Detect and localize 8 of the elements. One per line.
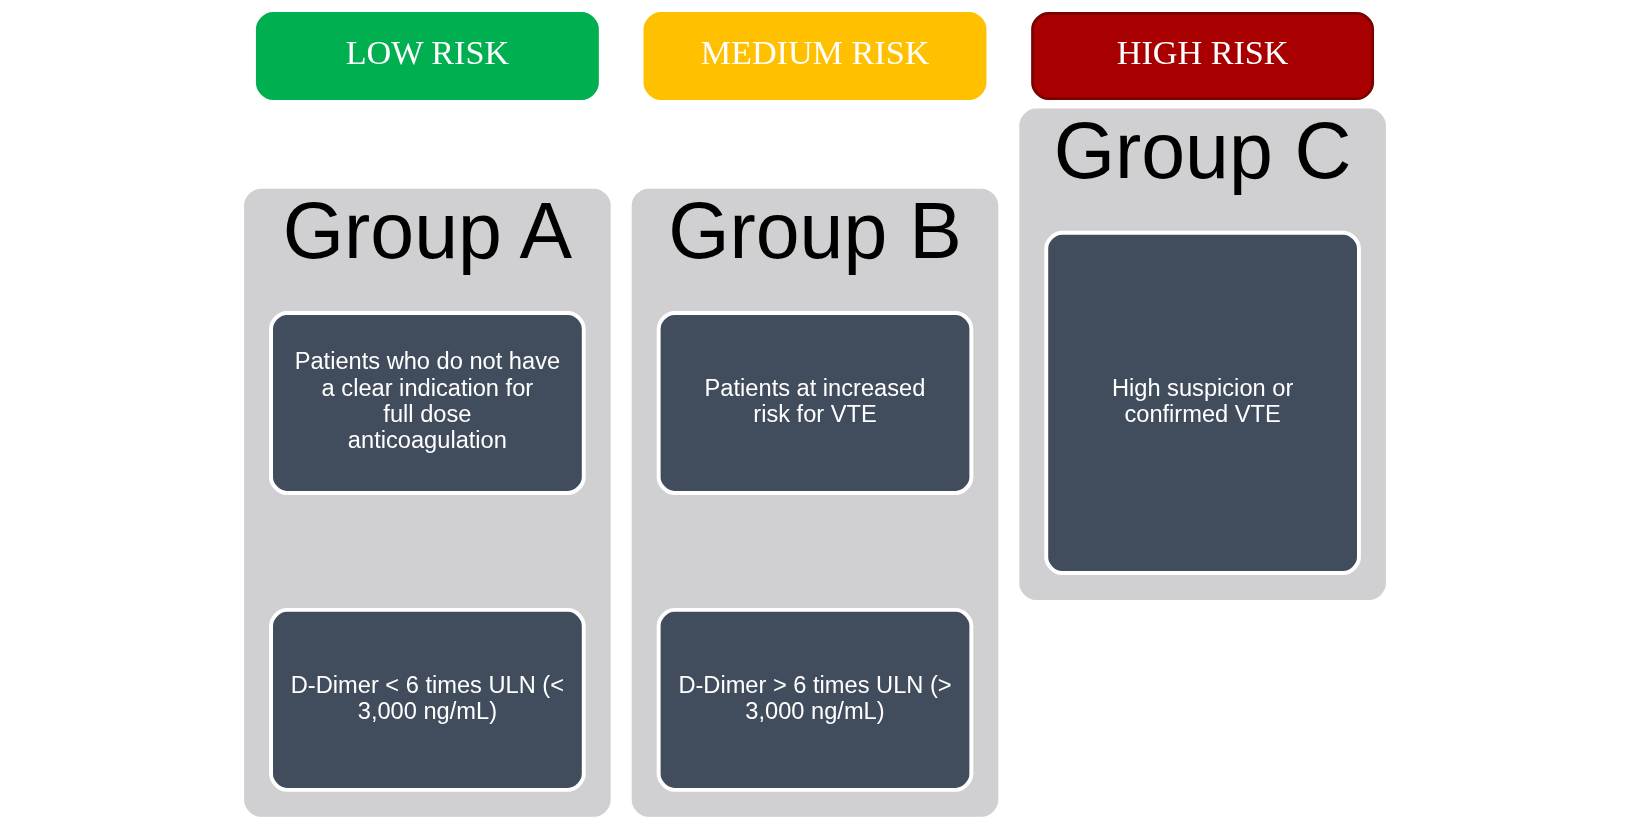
node-box: D-Dimer > 6 times ULN (> 3,000 ng/mL) bbox=[656, 607, 974, 792]
node-box: Patients at increased risk for VTE bbox=[656, 310, 974, 495]
node-box: Patients who do not have a clear indication for full dose anticoagulation bbox=[269, 310, 586, 495]
node-box: High suspicion or confirmed VTE bbox=[1044, 230, 1361, 576]
node-box: D-Dimer < 6 times ULN (< 3,000 ng/mL) bbox=[269, 607, 586, 792]
node-box: MEDIUM RISK bbox=[643, 12, 987, 101]
node-box: LOW RISK bbox=[255, 12, 599, 101]
node-box: HIGH RISK bbox=[1031, 12, 1375, 101]
